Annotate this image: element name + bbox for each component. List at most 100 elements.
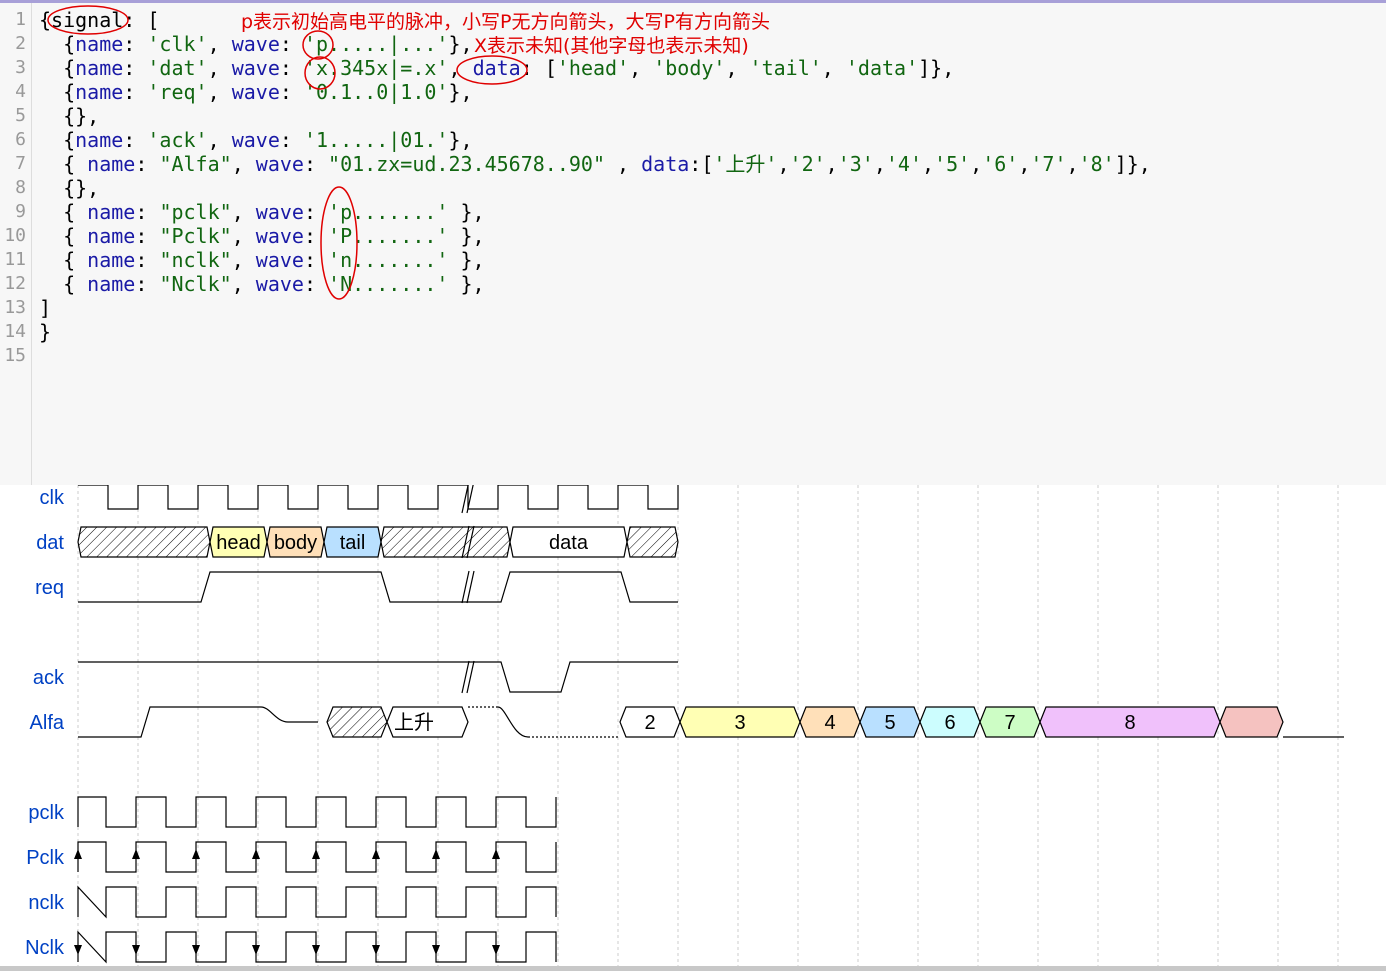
alfa-rise-label: 上升 bbox=[394, 711, 434, 734]
code-string: "Nclk" bbox=[159, 272, 232, 296]
code-key: wave bbox=[255, 272, 304, 296]
code-string: 'data' bbox=[845, 56, 919, 80]
code-punct: , bbox=[821, 56, 846, 80]
code-string: '8' bbox=[1078, 152, 1115, 176]
signal-label-pclk: pclk bbox=[28, 802, 65, 824]
line-number: 6 bbox=[15, 129, 26, 150]
code-line[interactable]: {name: 'clk', wave: 'p.....|...'}, bbox=[39, 32, 473, 56]
line-number: 4 bbox=[15, 81, 26, 102]
line-number: 9 bbox=[15, 201, 26, 222]
code-string: 'tail' bbox=[749, 56, 822, 80]
code-punct: , bbox=[207, 56, 232, 80]
code-punct: : bbox=[123, 80, 148, 104]
Pclk-wave-arrow bbox=[492, 849, 500, 859]
code-key: name bbox=[87, 224, 136, 248]
dat-body-label: body bbox=[274, 532, 317, 554]
signal-label-req: req bbox=[35, 577, 64, 599]
annotation-pulse-note: p表示初始高电平的脉冲，小写P无方向箭头，大写P有方向箭头 bbox=[241, 11, 770, 33]
code-punct: { bbox=[39, 80, 76, 104]
code-string: '5' bbox=[934, 152, 971, 176]
code-punct: }, bbox=[448, 200, 485, 224]
dat-data-label: data bbox=[549, 532, 589, 554]
code-punct: , bbox=[605, 152, 642, 176]
code-punct: : bbox=[135, 224, 160, 248]
horizontal-scrollbar[interactable] bbox=[0, 966, 1386, 971]
code-key: wave bbox=[255, 200, 304, 224]
code-punct: , bbox=[873, 152, 886, 176]
code-punct: ]}, bbox=[918, 56, 955, 80]
gap-mark bbox=[466, 660, 475, 694]
code-line[interactable]: { name: "Nclk", wave: 'N.......' }, bbox=[39, 272, 485, 296]
code-line[interactable]: ] bbox=[39, 296, 51, 320]
code-line[interactable]: { name: "Alfa", wave: "01.zx=ud.23.45678… bbox=[39, 152, 1151, 176]
annotation-unknown-note: X表示未知(其他字母也表示未知) bbox=[474, 35, 749, 57]
signal-label-ack: ack bbox=[33, 667, 65, 689]
code-line[interactable]: {name: 'ack', wave: '1.....|01.'}, bbox=[39, 128, 472, 152]
code-punct: : bbox=[135, 152, 160, 176]
line-number: 14 bbox=[4, 321, 26, 342]
Nclk-wave-arrow bbox=[372, 945, 380, 955]
code-punct: ] bbox=[39, 296, 52, 320]
code-punct: , bbox=[922, 152, 935, 176]
code-key: name bbox=[87, 200, 136, 224]
code-key: name bbox=[87, 248, 136, 272]
code-string: '上升' bbox=[713, 152, 778, 176]
Pclk-wave-arrow bbox=[192, 849, 200, 859]
code-punct: }, bbox=[448, 32, 473, 56]
code-punct: , bbox=[725, 56, 750, 80]
alfa-rise bbox=[386, 706, 469, 738]
gap-mark bbox=[461, 660, 470, 694]
code-string: 'p.......' bbox=[328, 200, 449, 224]
Pclk-wave-arrow bbox=[312, 849, 320, 859]
code-line[interactable]: { name: "nclk", wave: 'n.......' }, bbox=[39, 248, 485, 272]
code-key: data bbox=[641, 152, 690, 176]
Nclk-wave-arrow bbox=[132, 945, 140, 955]
line-number: 10 bbox=[4, 225, 26, 246]
code-key: data bbox=[472, 56, 521, 80]
alfa-value-label: 5 bbox=[884, 712, 895, 734]
line-number: 13 bbox=[4, 297, 26, 318]
code-line[interactable]: {}, bbox=[39, 104, 99, 128]
code-string: 'dat' bbox=[147, 56, 208, 80]
code-string: 'n.......' bbox=[328, 248, 449, 272]
code-string: "Alfa" bbox=[159, 152, 232, 176]
code-punct: { bbox=[39, 272, 88, 296]
code-line[interactable]: { name: "Pclk", wave: 'P.......' }, bbox=[39, 224, 485, 248]
code-punct: : bbox=[135, 272, 160, 296]
code-punct: , bbox=[231, 272, 256, 296]
code-key: name bbox=[87, 272, 136, 296]
window-top-border bbox=[0, 0, 1386, 3]
code-string: "pclk" bbox=[159, 200, 232, 224]
code-punct: , bbox=[1018, 152, 1031, 176]
code-line[interactable]: {signal: [ bbox=[39, 8, 159, 32]
alfa-value bbox=[1219, 706, 1284, 738]
code-key: wave bbox=[231, 80, 280, 104]
ack-wave bbox=[78, 661, 678, 693]
code-key: name bbox=[75, 32, 124, 56]
signal-label-dat: dat bbox=[36, 532, 64, 554]
gap-mark bbox=[461, 525, 470, 559]
code-string: '2' bbox=[789, 152, 826, 176]
dat-unknown bbox=[380, 526, 511, 558]
code-line[interactable]: {name: 'dat', wave: 'x.345x|=.x', data: … bbox=[39, 56, 954, 80]
code-punct: : bbox=[279, 56, 304, 80]
code-punct: : bbox=[303, 200, 329, 224]
line-number: 12 bbox=[4, 273, 26, 294]
Nclk-wave-arrow bbox=[312, 945, 320, 955]
gap-mark bbox=[461, 485, 469, 514]
code-line[interactable]: { name: "pclk", wave: 'p.......' }, bbox=[39, 200, 485, 224]
line-number: 1 bbox=[15, 9, 26, 30]
code-line[interactable]: {name: 'req', wave: '0.1..0|1.0'}, bbox=[39, 80, 472, 104]
code-line[interactable]: } bbox=[39, 320, 51, 344]
line-number: 7 bbox=[15, 153, 26, 174]
code-key: name bbox=[75, 56, 124, 80]
code-punct: : bbox=[303, 248, 329, 272]
code-line[interactable]: {}, bbox=[39, 176, 99, 200]
code-punct: { bbox=[39, 32, 76, 56]
gap-mark bbox=[461, 570, 470, 604]
alfa-value-label: 3 bbox=[734, 712, 745, 734]
